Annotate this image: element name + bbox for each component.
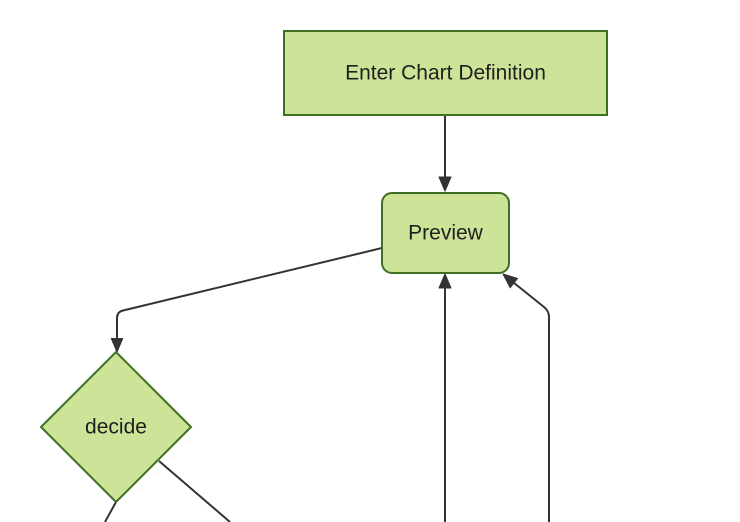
arrowhead-upleft-icon	[502, 273, 518, 289]
node-label: decide	[85, 416, 147, 439]
node-label: Preview	[408, 222, 484, 245]
arrowhead-down-icon	[110, 338, 124, 353]
edge-preview-to-decide	[110, 247, 383, 353]
node-preview: Preview	[381, 192, 510, 274]
node-enter-chart-definition: Enter Chart Definition	[283, 30, 608, 116]
node-rounded-rectangle	[381, 192, 510, 274]
edge-decide-branch-left	[104, 501, 117, 522]
edge-enterchart-to-preview	[438, 115, 452, 192]
edge-decide-branch-right	[158, 460, 231, 522]
edge-line	[116, 247, 383, 339]
arrowhead-down-icon	[438, 176, 452, 192]
node-diamond	[39, 350, 193, 504]
node-rectangle	[283, 30, 608, 116]
edge-line	[158, 460, 231, 522]
arrowhead-up-icon	[438, 273, 452, 289]
edge-line	[510, 279, 550, 522]
node-decide: decide	[39, 350, 193, 504]
edge-return-to-preview-center	[438, 273, 452, 522]
node-label: Enter Chart Definition	[345, 62, 546, 85]
edge-line	[104, 501, 117, 522]
edge-return-to-preview-right	[502, 273, 550, 522]
